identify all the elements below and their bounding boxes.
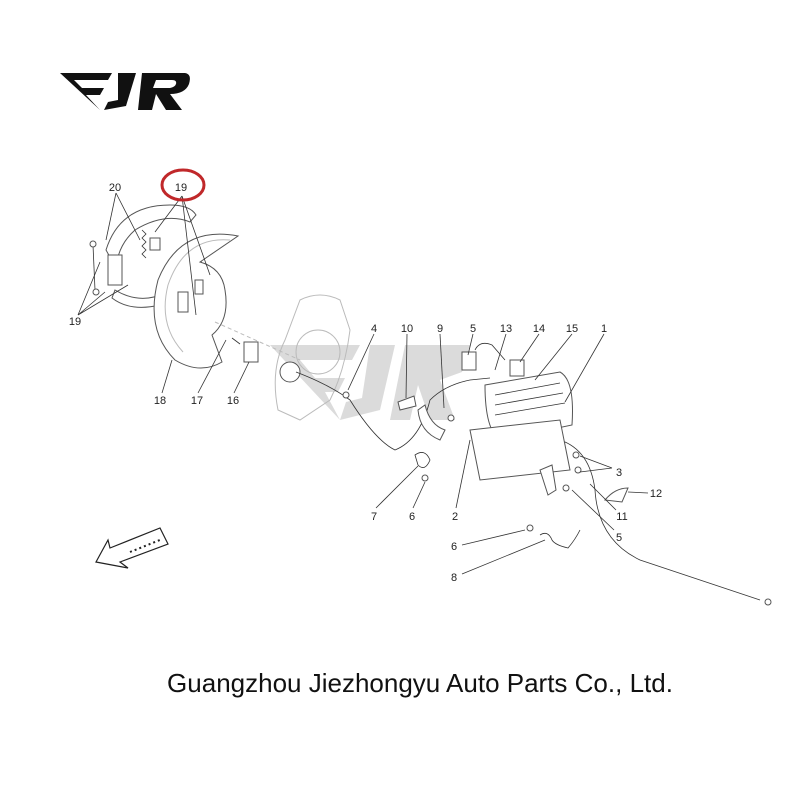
parking-brake-cable xyxy=(295,371,491,451)
highlight-circle xyxy=(160,168,206,202)
callout-1: 1 xyxy=(601,323,607,335)
callout-2: 2 xyxy=(452,511,458,523)
callout-14: 14 xyxy=(533,323,545,335)
callout-19-highlighted: 19 xyxy=(175,182,187,194)
callout-17: 17 xyxy=(191,395,203,407)
callout-5-lower: 5 xyxy=(616,532,622,544)
callout-12: 12 xyxy=(650,488,662,500)
callout-5: 5 xyxy=(470,323,476,335)
fjr-watermark xyxy=(270,345,470,420)
callout-10: 10 xyxy=(401,323,413,335)
callout-8: 8 xyxy=(451,572,457,584)
steering-knuckle xyxy=(274,294,351,421)
parking-brake-actuator xyxy=(469,371,573,496)
callout-9: 9 xyxy=(437,323,443,335)
leader-lines xyxy=(77,192,649,575)
front-direction-arrow xyxy=(95,527,169,569)
callout-16: 16 xyxy=(227,395,239,407)
fjr-logo xyxy=(60,73,190,110)
bracket xyxy=(243,341,259,363)
callout-3: 3 xyxy=(616,467,622,479)
callout-7: 7 xyxy=(371,511,377,523)
callout-13: 13 xyxy=(500,323,512,335)
backing-plate xyxy=(153,233,240,369)
callout-6: 6 xyxy=(409,511,415,523)
callout-labels: 20 19 19 18 17 16 4 10 9 5 13 14 15 1 3 … xyxy=(69,182,662,584)
callout-6-lower: 6 xyxy=(451,541,457,553)
callout-18: 18 xyxy=(154,395,166,407)
callout-4: 4 xyxy=(371,323,377,335)
callout-20: 20 xyxy=(109,182,121,194)
company-name: Guangzhou Jiezhongyu Auto Parts Co., Ltd… xyxy=(167,668,673,698)
callout-19: 19 xyxy=(69,316,81,328)
callout-11: 11 xyxy=(616,511,627,523)
callout-15: 15 xyxy=(566,323,578,335)
